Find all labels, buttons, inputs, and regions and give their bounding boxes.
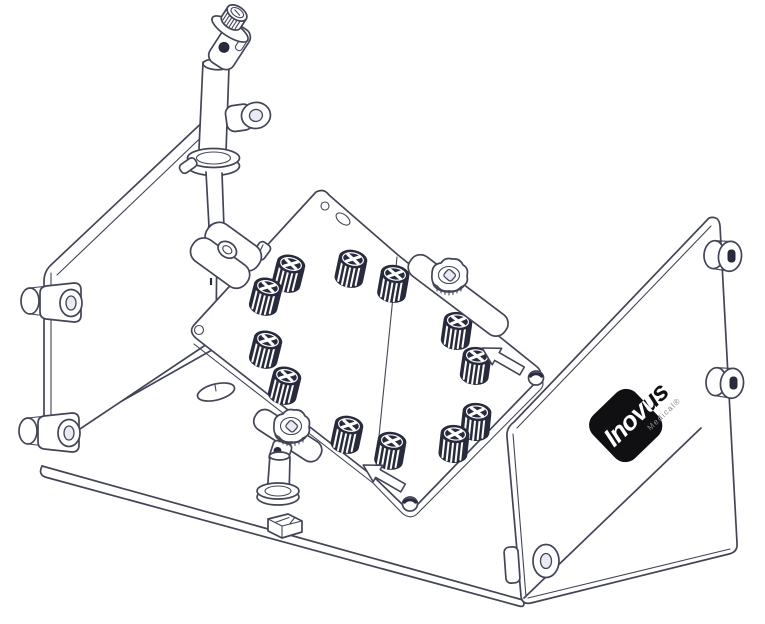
plate-hole-oval: [335, 212, 351, 226]
upper-post-assembly: [178, 4, 272, 291]
panel-fastener: [20, 282, 83, 323]
floor-oval-slot: [196, 382, 236, 402]
post-tube-lower: [205, 171, 225, 229]
logo-blob: [589, 388, 663, 463]
front-post-flange: [256, 482, 300, 500]
floor-front-thickness: [39, 465, 525, 608]
star-knob-upper: [407, 253, 509, 337]
base-tray-floor: [39, 349, 525, 608]
dome-fastener: [526, 369, 546, 387]
front-edge-bracket: [503, 546, 521, 584]
edge-knob: [701, 237, 744, 274]
post-knurled-cap: [220, 4, 248, 31]
cable-clip: [267, 513, 303, 539]
plate-hole-corner: [193, 324, 205, 336]
collar-lever: [178, 157, 198, 175]
front-face-knob: [532, 543, 560, 579]
post-side-knob: [224, 101, 272, 133]
right-side-panel: Inovus Inovus Medical®: [503, 216, 746, 605]
plate-hole-small: [320, 201, 330, 211]
post-tube-fill: [199, 62, 229, 152]
right-panel-thickness: [512, 225, 731, 599]
thumbscrew: [436, 422, 472, 466]
post-clamp-bracket: [189, 221, 272, 290]
star-knob-lower: [252, 408, 323, 506]
post-locking-collar: [178, 147, 241, 177]
clamp-hole: [217, 240, 238, 260]
dome-fastener: [400, 495, 420, 513]
panel-fastener: [18, 412, 81, 453]
floor-slot-tick: [214, 384, 217, 392]
